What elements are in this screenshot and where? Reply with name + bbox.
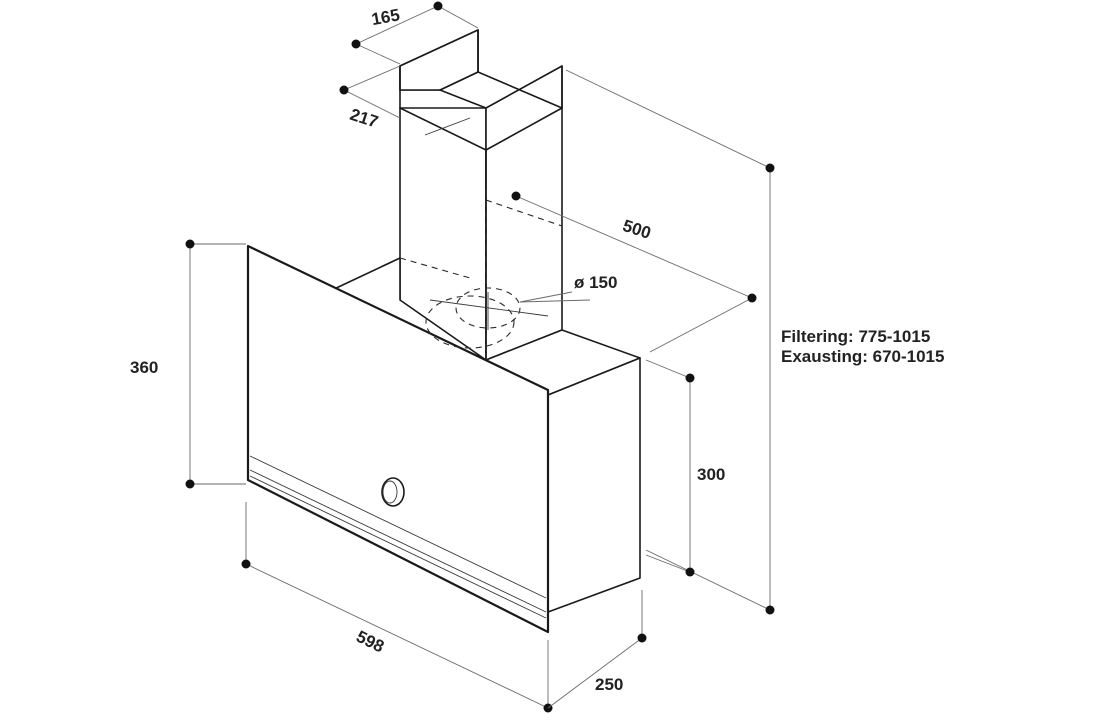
dim-label-598: 598 (353, 627, 387, 657)
dimension-250: 250 (547, 590, 647, 709)
dim-label-165: 165 (370, 5, 401, 29)
dimension-300: 300 (645, 359, 725, 577)
dimension-overall-height (565, 69, 775, 615)
dim-label-360: 360 (130, 358, 158, 377)
control-knob-icon (381, 477, 405, 507)
outlet-hidden-lines (399, 190, 563, 360)
dimension-diameter-150: ø 150 (519, 273, 617, 303)
dimension-217: 217 (339, 65, 401, 132)
glass-panel (246, 244, 550, 634)
dimension-165: 165 (351, 1, 479, 65)
note-exhausting: Exausting: 670-1015 (781, 347, 944, 366)
dimension-360: 360 (130, 239, 246, 489)
dim-label-250: 250 (595, 675, 623, 694)
dim-label-217: 217 (348, 105, 381, 132)
dim-label-500: 500 (620, 216, 653, 243)
note-filtering: Filtering: 775-1015 (781, 327, 930, 346)
dim-label-diameter: ø 150 (574, 273, 617, 292)
chimney (399, 29, 563, 361)
dim-label-300: 300 (697, 465, 725, 484)
